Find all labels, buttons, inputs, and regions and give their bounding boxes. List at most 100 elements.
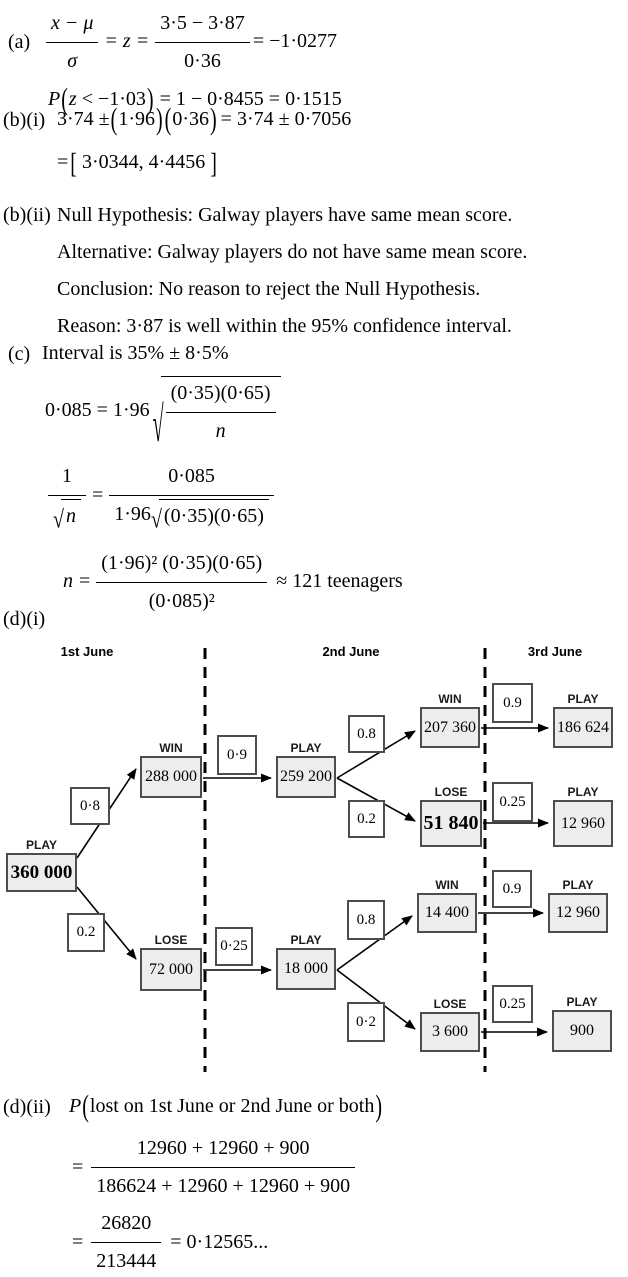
probability-function: P — [69, 1095, 82, 1117]
open-paren: ( — [61, 83, 68, 118]
close-paren: ) — [210, 102, 217, 138]
part-d2-section: (d)(ii)P(lost on 1st June or 2nd June or… — [3, 1090, 383, 1277]
factor-2: 0·36 — [172, 108, 209, 130]
tree-node-lose-3600: LOSE 3 600 — [420, 997, 480, 1052]
null-hypothesis-line: Null Hypothesis: Galway players have sam… — [57, 204, 513, 226]
node-value: 51 840 — [423, 812, 479, 834]
prob-box-0-9-win1: 0·9 — [217, 735, 257, 775]
tree-node-play-12960-b: PLAY 12 960 — [548, 878, 608, 933]
equation-lhs: 0·085 = 1·96 — [45, 399, 150, 421]
prob-value: 0·2 — [356, 1013, 376, 1030]
interval-result: = 3·74 ± 0·7056 — [220, 108, 352, 130]
fraction-numerator: 12960 + 12960 + 900 — [136, 1137, 310, 1160]
part-d2-line-1: (d)(ii)P(lost on 1st June or 2nd June or… — [3, 1090, 383, 1124]
sqrt-n: √n — [53, 498, 81, 534]
fraction-pq-over-n: (0·35)(0·65)n — [165, 378, 276, 447]
equals-sign: = — [91, 484, 104, 506]
tree-node-win-207360: WIN 207 360 — [420, 692, 480, 748]
final-result: = 0·12565... — [170, 1230, 269, 1253]
node-title: PLAY — [26, 838, 57, 852]
fraction-numerator: x − μ — [51, 12, 94, 34]
prob-value: 0.9 — [502, 880, 522, 897]
tree-node-win-288000: WIN 288 000 — [140, 741, 202, 798]
factor-1: 1·96 — [118, 108, 155, 130]
fraction-denominator: 0·36 — [155, 42, 250, 77]
close-paren: ) — [375, 1090, 382, 1125]
probability-tree-diagram: 1st June 2nd June 3rd June PLAY 360 000 … — [0, 630, 628, 1080]
prob-value: 0·8 — [80, 797, 100, 814]
close-bracket: ] — [210, 147, 217, 180]
open-paren: ( — [110, 102, 118, 138]
inequality: < −1·03 — [76, 88, 146, 110]
prob-value: 0.2 — [76, 924, 96, 940]
node-value: 18 000 — [284, 960, 328, 977]
radical-body: (0·35)(0·65) — [158, 498, 269, 532]
tree-node-play-259200: PLAY 259 200 — [276, 741, 336, 798]
radical-sign: √ — [150, 506, 162, 534]
column-header-1st-june: 1st June — [60, 644, 114, 659]
prob-value: 0.9 — [503, 694, 522, 711]
fraction-denominator: 213444 — [91, 1242, 162, 1277]
node-value: 288 000 — [145, 768, 197, 785]
node-value: 14 400 — [425, 904, 469, 921]
prob-value: 0.25 — [499, 793, 526, 810]
fraction-n-solution: (1·96)² (0·35)(0·65)(0·085)² — [96, 548, 268, 617]
node-title: PLAY — [290, 741, 322, 755]
node-value: 900 — [570, 1022, 594, 1039]
fraction-final: 26820 213444 — [91, 1208, 162, 1277]
node-value: 259 200 — [280, 768, 332, 785]
part-c-line-2: 0·085 = 1·96√(0·35)(0·65)n — [42, 375, 403, 451]
arrow-root-to-lose — [76, 886, 137, 960]
part-a-line-2: P(z < −1·03) = 1 − 0·8455 = 0·1515 — [48, 83, 342, 117]
n-variable: n — [63, 570, 73, 592]
fraction-denominator: 186624 + 12960 + 12960 + 900 — [91, 1167, 356, 1202]
node-value: 12 960 — [556, 904, 600, 921]
z-result: = −1·0277 — [252, 30, 338, 53]
tree-connectors-svg — [76, 648, 549, 1072]
prob-box-0-2-lower: 0·2 — [347, 1002, 385, 1042]
part-d2-label: (d)(ii) — [3, 1096, 51, 1119]
fraction-x-mu-sigma: x − μ σ — [46, 8, 99, 77]
open-bracket: [ — [70, 147, 77, 180]
node-title: PLAY — [562, 878, 594, 892]
fraction-numerator: (1·96)² (0·35)(0·65) — [101, 551, 263, 574]
prob-value: 0.8 — [356, 911, 376, 928]
fraction-numerator: 0·085 — [168, 464, 215, 487]
reason-line: Reason: 3·87 is well within the 95% conf… — [57, 315, 512, 337]
node-title: WIN — [159, 741, 183, 755]
prob-box-0-8-lower: 0.8 — [347, 900, 385, 940]
equals-sign: = — [72, 1155, 84, 1178]
probability-function: P — [48, 88, 61, 110]
part-b2-lines: Null Hypothesis: Galway players have sam… — [57, 197, 527, 345]
fraction-numerator: (0·35)(0·65) — [170, 381, 271, 404]
fraction-denominator: √n — [48, 494, 86, 534]
prob-box-0-25-lose1: 0·25 — [215, 927, 253, 966]
tree-node-win-14400: WIN 14 400 — [417, 878, 477, 933]
confidence-interval: 3·0344, 4·4456 — [81, 151, 206, 174]
fraction-denominator: 1·96√(0·35)(0·65) — [109, 494, 274, 534]
radical-sign: √ — [53, 506, 64, 534]
part-b1-line-2: =[3·0344, 4·4456] — [57, 145, 354, 180]
tree-node-root-play: PLAY 360 000 — [6, 838, 77, 892]
prob-value: 0.25 — [499, 995, 526, 1012]
part-b2-label: (b)(ii) — [3, 204, 51, 226]
node-title: LOSE — [154, 933, 188, 947]
tree-node-play-12960-a: PLAY 12 960 — [553, 785, 613, 847]
node-value: 3 600 — [432, 1023, 468, 1040]
prob-value: 0·9 — [227, 746, 247, 763]
node-title: WIN — [435, 878, 459, 892]
node-title: LOSE — [434, 785, 468, 799]
fraction-one-over-sqrt-n: 1√n — [48, 461, 86, 534]
arrow-play2b-to-win — [336, 915, 413, 971]
open-paren: ( — [164, 102, 172, 138]
column-header-2nd-june: 2nd June — [322, 644, 380, 659]
fraction-denominator: σ — [46, 42, 99, 77]
node-value: 207 360 — [424, 718, 476, 736]
probability-result: = 1 − 0·8455 = 0·1515 — [154, 88, 342, 110]
fraction-numerator: 26820 — [101, 1212, 152, 1235]
prob-box-0-8-root-win: 0·8 — [70, 787, 110, 825]
prob-box-0-25-lower3: 0.25 — [492, 985, 533, 1023]
event-description: lost on 1st June or 2nd June or both — [89, 1095, 375, 1117]
